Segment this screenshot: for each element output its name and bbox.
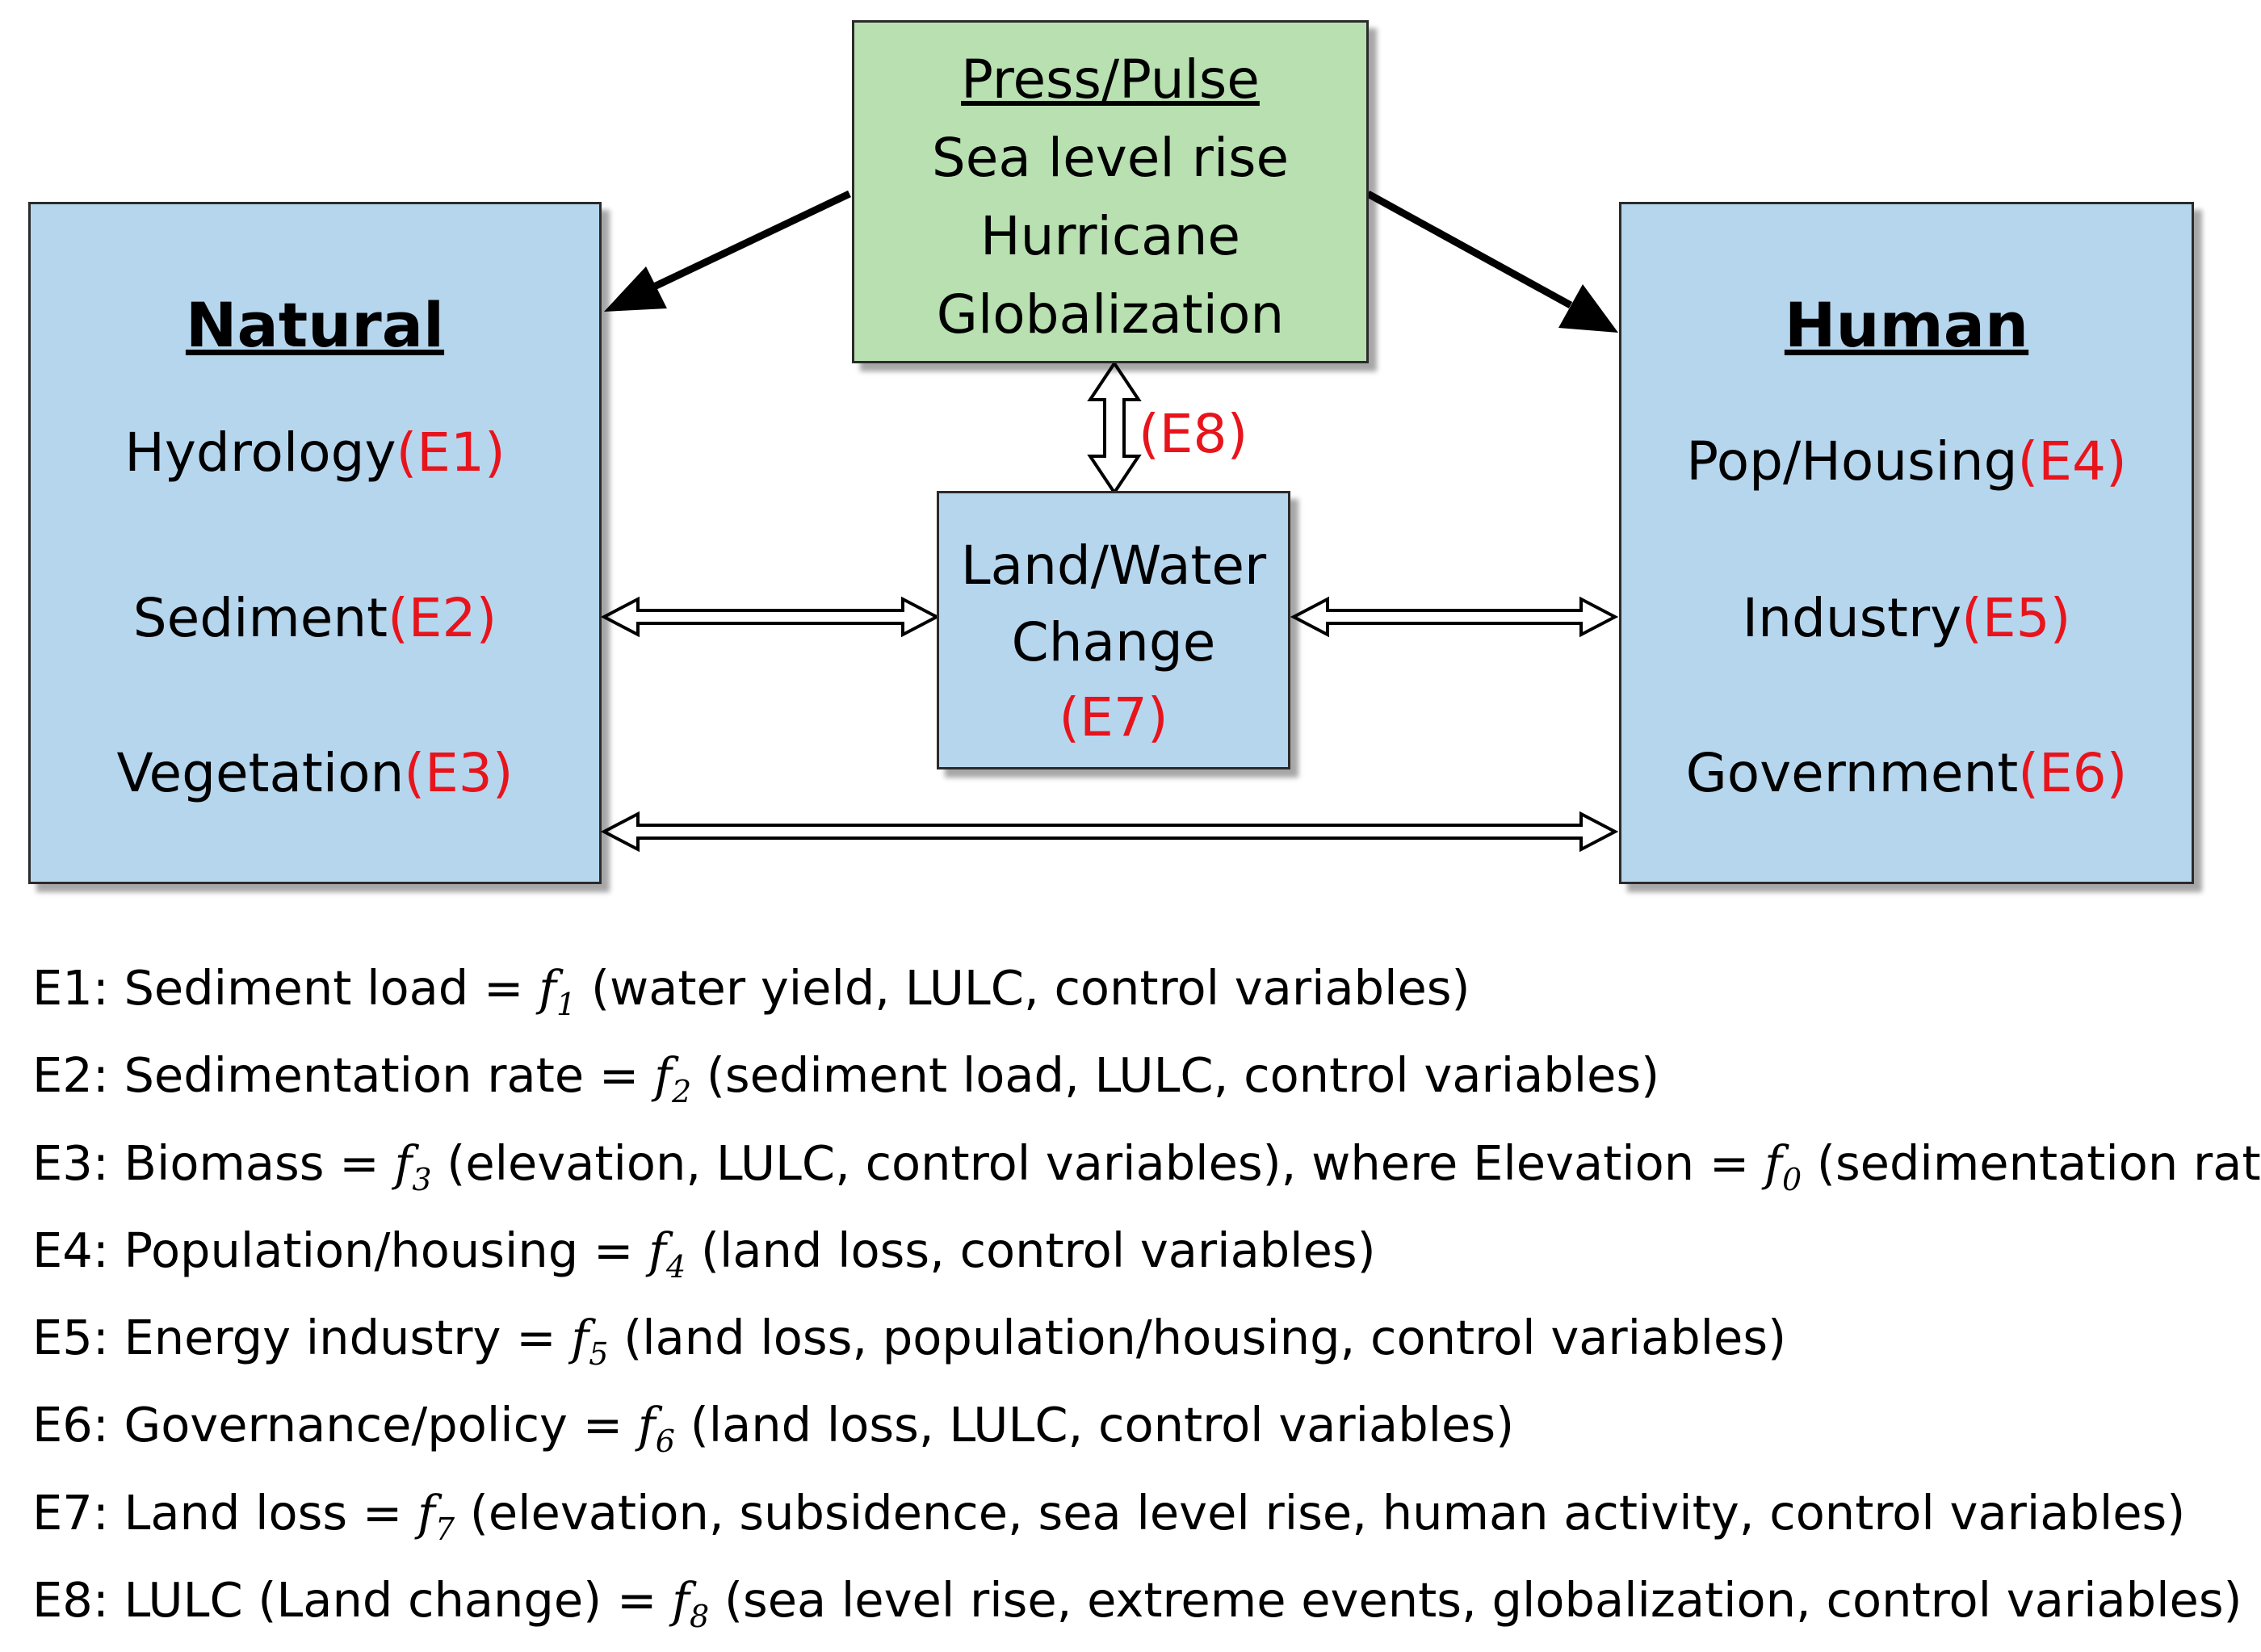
equation-id: E8: — [32, 1572, 109, 1629]
natural-item-hydrology: Hydrology(E1) — [31, 426, 599, 480]
e8-label: (E8) — [1139, 403, 1248, 465]
land-code: (E7) — [1059, 686, 1168, 748]
sediment-code: (E2) — [388, 587, 497, 649]
land-line-2: Change — [1011, 611, 1216, 673]
natural-box: Natural Hydrology(E1) Sediment(E2) Veget… — [28, 202, 602, 884]
natural-item-sediment: Sediment(E2) — [31, 592, 599, 645]
equation-id: E4: — [32, 1222, 109, 1278]
natural-title: Natural — [185, 289, 445, 361]
equation-id: E5: — [32, 1310, 109, 1366]
equation-function: f7 — [417, 1484, 455, 1547]
press-line-hurricane: Hurricane — [979, 205, 1241, 267]
equation-rhs: (land loss, control variables) — [700, 1222, 1376, 1278]
press-to-human-arrow — [1365, 191, 1618, 333]
equation-id: E1: — [32, 960, 109, 1016]
human-item-industry: Industry(E5) — [1621, 592, 2192, 645]
equation-rhs: (land loss, LULC, control variables) — [690, 1397, 1515, 1453]
natural-human-double-arrow — [600, 811, 1619, 853]
natural-item-vegetation: Vegetation(E3) — [31, 747, 599, 800]
equation-rhs: (elevation, LULC, control variables), wh… — [447, 1134, 1750, 1191]
equation-lhs: Biomass = — [124, 1134, 380, 1191]
equation-e3: E3: Biomass = f3 (elevation, LULC, contr… — [32, 1128, 2261, 1215]
equation-id: E7: — [32, 1484, 109, 1541]
equation-lhs: Energy industry = — [124, 1310, 556, 1366]
land-water-change-box: Land/Water Change (E7) — [937, 491, 1290, 769]
equation-e1: E1: Sediment load = f1 (water yield, LUL… — [32, 953, 2261, 1040]
equation-e4: E4: Population/housing = f4 (land loss, … — [32, 1215, 2261, 1302]
land-line-1: Land/Water — [960, 535, 1267, 597]
government-label: Government — [1685, 742, 2019, 804]
equation-rhs: (sea level rise, extreme events, globali… — [724, 1572, 2242, 1629]
industry-label: Industry — [1742, 587, 1962, 649]
natural-land-double-arrow — [600, 596, 941, 638]
equation-lhs: Sediment load = — [124, 960, 524, 1016]
equation-e8: E8: LULC (Land change) = f8 (sea level r… — [32, 1565, 2261, 1652]
e8-double-arrow — [1087, 360, 1142, 496]
government-code: (E6) — [2018, 742, 2128, 804]
equation-e7: E7: Land loss = f7 (elevation, subsidenc… — [32, 1478, 2261, 1565]
equation-function-secondary: f0 — [1764, 1134, 1802, 1197]
vegetation-label: Vegetation — [116, 742, 405, 804]
equation-function: f6 — [637, 1397, 675, 1460]
equation-e6: E6: Governance/policy = f6 (land loss, L… — [32, 1390, 2261, 1477]
equation-function: f1 — [539, 960, 577, 1022]
equation-rhs-secondary: (sedimentation rate) — [1816, 1134, 2261, 1191]
vegetation-code: (E3) — [404, 742, 514, 804]
industry-code: (E5) — [1961, 587, 2071, 649]
equation-list: E1: Sediment load = f1 (water yield, LUL… — [32, 953, 2261, 1652]
equation-lhs: Sedimentation rate = — [124, 1047, 640, 1104]
human-box: Human Pop/Housing(E4) Industry(E5) Gover… — [1619, 202, 2194, 884]
equation-rhs: (sediment load, LULC, control variables) — [706, 1047, 1660, 1104]
equation-rhs: (land loss, population/housing, control … — [623, 1310, 1787, 1366]
equation-rhs: (water yield, LULC, control variables) — [590, 960, 1470, 1016]
equation-lhs: Population/housing = — [124, 1222, 634, 1278]
human-item-government: Government(E6) — [1621, 747, 2192, 800]
equation-id: E2: — [32, 1047, 109, 1104]
press-line-sea-level: Sea level rise — [931, 127, 1290, 189]
equation-function: f5 — [571, 1310, 609, 1372]
press-pulse-box: Press/Pulse Sea level rise Hurricane Glo… — [852, 20, 1369, 363]
equation-function: f2 — [654, 1047, 692, 1110]
human-item-pop-housing: Pop/Housing(E4) — [1621, 435, 2192, 488]
land-human-double-arrow — [1290, 596, 1619, 638]
equation-lhs: Land loss = — [124, 1484, 403, 1541]
equation-function: f3 — [394, 1134, 432, 1197]
press-line-globalization: Globalization — [936, 283, 1285, 346]
equation-id: E6: — [32, 1397, 109, 1453]
press-to-natural-arrow — [604, 190, 851, 312]
equation-e2: E2: Sedimentation rate = f2 (sediment lo… — [32, 1040, 2261, 1127]
equation-function: f4 — [648, 1222, 686, 1285]
pop-housing-label: Pop/Housing — [1686, 430, 2018, 493]
hydrology-code: (E1) — [396, 421, 505, 484]
press-pulse-title: Press/Pulse — [961, 48, 1260, 111]
sediment-label: Sediment — [132, 587, 388, 649]
equation-rhs: (elevation, subsidence, sea level rise, … — [469, 1484, 2186, 1541]
equation-id: E3: — [32, 1134, 109, 1191]
human-title: Human — [1784, 289, 2029, 361]
equation-function: f8 — [672, 1572, 710, 1634]
equation-lhs: Governance/policy = — [124, 1397, 623, 1453]
equation-e5: E5: Energy industry = f5 (land loss, pop… — [32, 1302, 2261, 1390]
equation-lhs: LULC (Land change) = — [124, 1572, 657, 1629]
hydrology-label: Hydrology — [124, 421, 396, 484]
pop-housing-code: (E4) — [2017, 430, 2127, 493]
